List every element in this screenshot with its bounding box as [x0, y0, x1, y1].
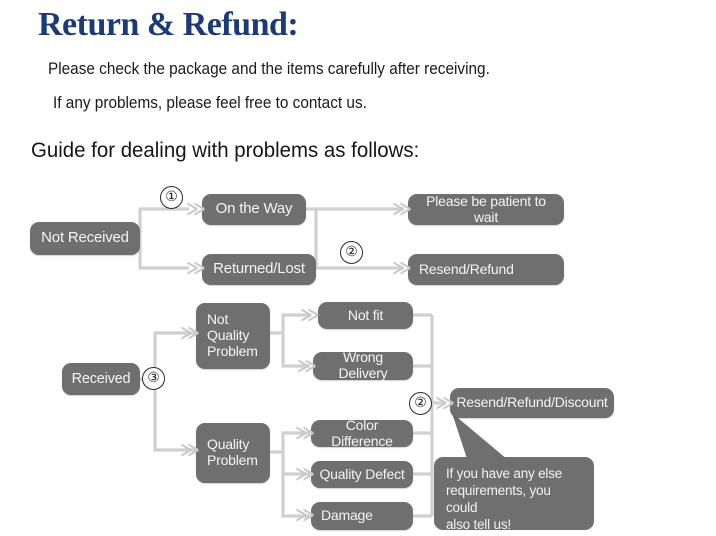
node-on-the-way[interactable]: On the Way: [202, 194, 306, 225]
intro-line-2: If any problems, please feel free to con…: [53, 94, 367, 112]
arrowhead-to-returned-lost: ≫: [186, 257, 206, 279]
node-not-received[interactable]: Not Received: [30, 222, 140, 255]
node-resend-refund-discount[interactable]: Resend/Refund/Discount: [450, 388, 614, 418]
arrowhead-to-on-the-way: ≫: [186, 198, 206, 220]
node-not-fit[interactable]: Not fit: [318, 302, 413, 329]
arrowhead-to-resend-refund-discount: ≫: [435, 392, 455, 414]
node-returned-lost[interactable]: Returned/Lost: [202, 254, 316, 285]
node-wrong-delivery[interactable]: Wrong Delivery: [313, 349, 413, 381]
page-title: Return & Refund:: [38, 6, 299, 43]
node-resend-refund[interactable]: Resend/Refund: [408, 254, 564, 285]
intro-line-1: Please check the package and the items c…: [48, 60, 490, 78]
arrowhead-to-not-fit: ≫: [300, 304, 320, 326]
node-received[interactable]: Received: [62, 363, 140, 395]
node-damage[interactable]: Damage: [311, 502, 413, 530]
callout-bubble: If you have any else requirements, you c…: [434, 457, 594, 532]
node-not-quality-problem[interactable]: Not Quality Problem: [196, 303, 270, 369]
node-quality-defect[interactable]: Quality Defect: [311, 461, 413, 488]
arrowhead-to-not-quality-problem: ≫: [180, 322, 200, 344]
arrowhead-to-quality-defect: ≫: [295, 463, 315, 485]
step-marker-2-top: ②: [340, 241, 363, 264]
step-marker-1: ①: [160, 186, 183, 209]
arrowhead-to-wrong-delivery: ≫: [297, 355, 317, 377]
step-marker-3: ③: [142, 367, 165, 390]
section-subtitle: Guide for dealing with problems as follo…: [31, 138, 420, 162]
arrowhead-to-resend-refund: ≫: [392, 257, 412, 279]
step-marker-2-bottom: ②: [409, 392, 432, 415]
arrowhead-to-damage: ≫: [295, 504, 315, 526]
arrowhead-to-please-wait: ≫: [392, 198, 412, 220]
arrowhead-to-quality-problem: ≫: [180, 439, 200, 461]
node-color-difference[interactable]: Color Difference: [311, 417, 413, 448]
node-please-be-patient[interactable]: Please be patient to wait: [408, 193, 564, 225]
arrowhead-to-color-difference: ≫: [295, 422, 315, 444]
node-quality-problem[interactable]: Quality Problem: [196, 423, 270, 483]
